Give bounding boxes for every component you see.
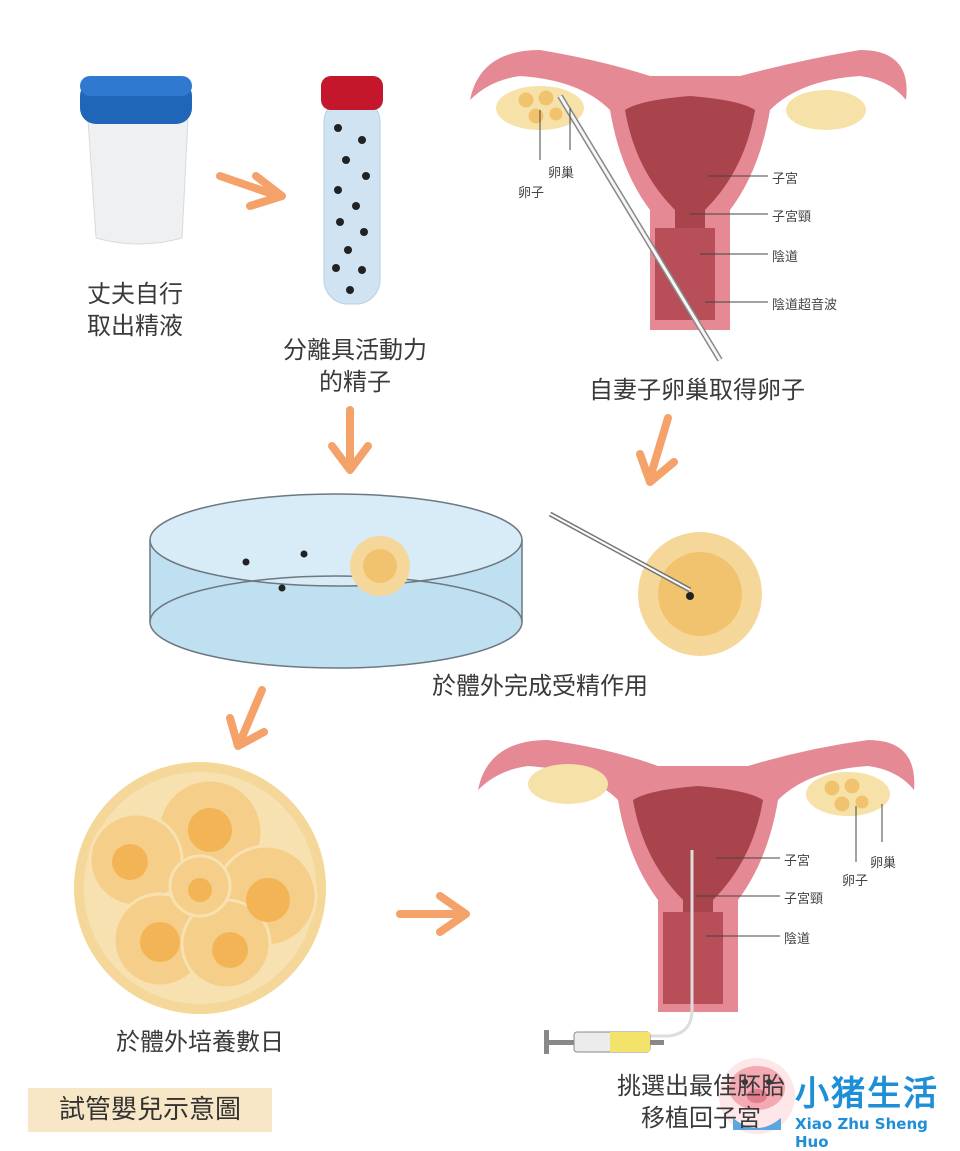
pig-logo-icon — [719, 1058, 795, 1134]
label-cervix-top: 子宮頸 — [772, 210, 812, 225]
label-vagina-bottom: 陰道 — [784, 932, 811, 947]
label-vagina-top: 陰道 — [772, 250, 799, 265]
label-cervix-bottom: 子宮頸 — [784, 892, 824, 907]
brand-logo: 小猪生活 Xiao Zhu Sheng Huo — [795, 1066, 960, 1151]
step-culture-caption: 於體外培養數日 — [116, 1028, 284, 1056]
semen-cup-icon — [80, 76, 192, 245]
step-separate-caption: 分離具活動力 的精子 — [283, 336, 427, 396]
label-egg-top: 卵子 — [518, 186, 545, 201]
brand-name-cn: 小猪生活 — [795, 1074, 939, 1114]
label-uterus-bottom: 子宮 — [784, 854, 811, 869]
petri-dish-icon — [149, 493, 523, 669]
leader-lines — [539, 108, 883, 937]
label-uterus-top: 子宮 — [772, 172, 799, 187]
step-husband-caption: 丈夫自行 取出精液 — [87, 280, 183, 340]
step-fertilize-caption: 於體外完成受精作用 — [432, 672, 648, 700]
label-ultrasound-top: 陰道超音波 — [772, 298, 838, 313]
step-retrieve-caption: 自妻子卵巢取得卵子 — [589, 376, 805, 404]
embryo-icon — [74, 762, 326, 1014]
diagram-title: 試管嬰兒示意圖 — [28, 1088, 272, 1132]
syringe-icon — [544, 1030, 664, 1054]
label-egg-bottom: 卵子 — [842, 874, 869, 889]
uterus-top-icon — [470, 50, 907, 362]
label-ovary-bottom: 卵巢 — [870, 856, 897, 871]
step-transfer-caption: 挑選出最佳胚胎 移植回子宮 — [617, 1072, 785, 1132]
sperm-tube-icon — [321, 76, 383, 305]
egg-injection-icon — [548, 511, 762, 656]
arrow-icon — [216, 172, 678, 936]
label-ovary-top: 卵巢 — [548, 166, 575, 181]
uterus-bottom-icon — [478, 740, 915, 1038]
